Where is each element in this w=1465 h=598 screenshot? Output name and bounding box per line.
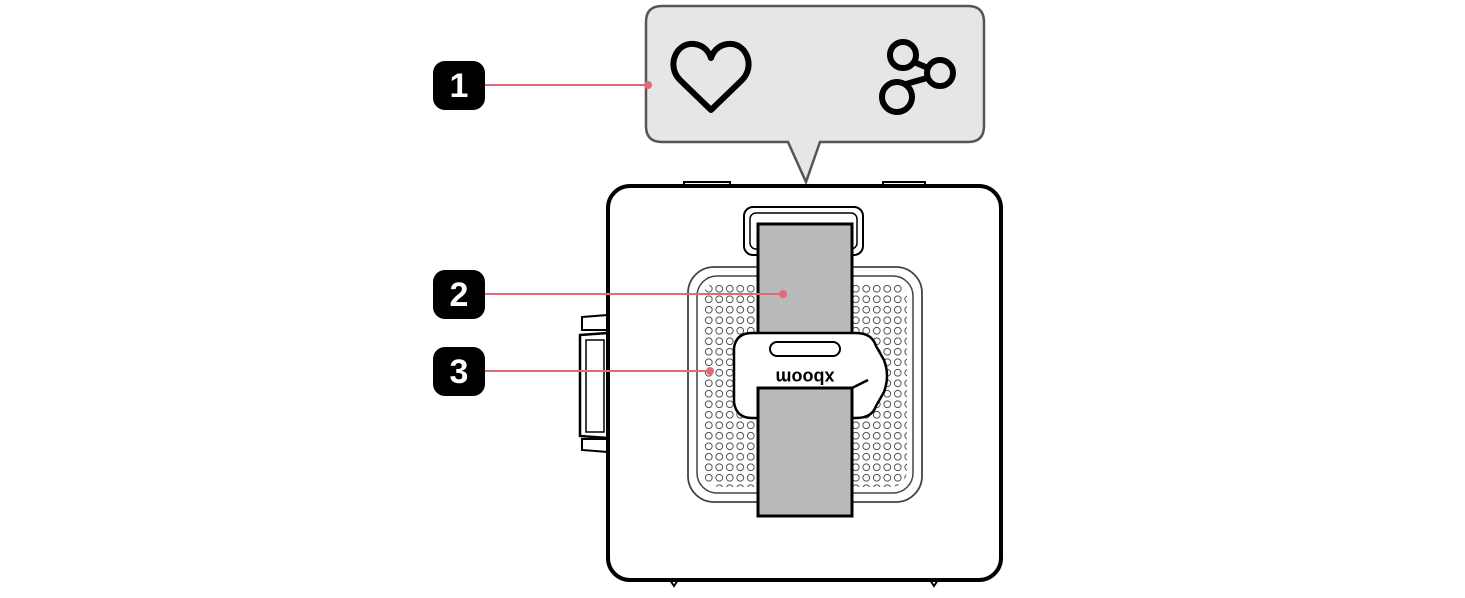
heart-icon [670, 41, 752, 113]
callout-badge-3: 3 [433, 347, 485, 396]
strap: xboom [732, 206, 889, 518]
callout-badge-1: 1 [433, 61, 485, 110]
callout-badge-2: 2 [433, 270, 485, 319]
callout-number: 2 [450, 276, 469, 314]
leader-lines [484, 81, 787, 375]
callout-number: 3 [450, 353, 469, 391]
link-icon [879, 39, 956, 115]
side-clip [578, 313, 610, 454]
callout-bubble [644, 4, 986, 186]
brand-logo: xboom [775, 367, 834, 387]
callout-number: 1 [450, 67, 469, 105]
